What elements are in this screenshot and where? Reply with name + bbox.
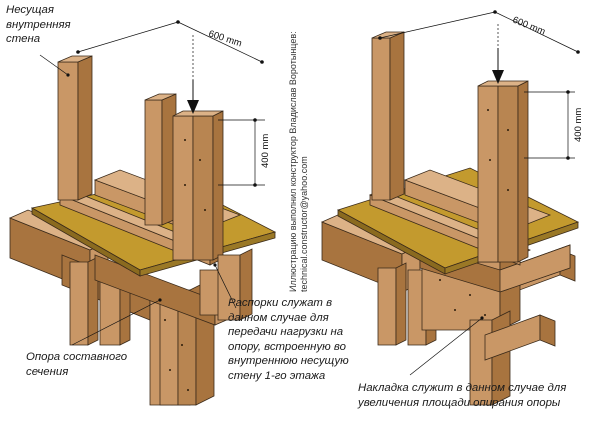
author-credit: Иллюстрацию выполнил конструктор Владисл… xyxy=(288,31,309,292)
left-assembly xyxy=(8,55,277,406)
left-middle-stud xyxy=(144,93,177,226)
leader-lines xyxy=(39,54,483,376)
left-right-stud xyxy=(172,110,224,261)
leader-dots xyxy=(66,73,484,320)
right-wall-stud xyxy=(371,31,405,201)
left-wall-stud xyxy=(57,55,93,201)
left-load-arrow xyxy=(187,80,199,114)
left-dim-height: 400 mm xyxy=(260,134,271,168)
left-dimensions xyxy=(77,21,265,186)
right-assembly xyxy=(320,31,580,406)
right-dim-height: 400 mm xyxy=(573,108,584,142)
right-main-stud xyxy=(477,80,529,263)
right-fastener-dots xyxy=(439,109,509,316)
left-blocking xyxy=(217,248,253,321)
right-lower-posts xyxy=(377,262,437,346)
left-dim-spacing: 600 mm xyxy=(207,28,243,49)
struts-note: Распорки служат в данном случае для пере… xyxy=(228,297,349,382)
right-floor-beam xyxy=(419,244,571,293)
right-dim-dots xyxy=(378,10,580,160)
bearing-wall-label: Несущая внутренняя стена xyxy=(6,4,71,45)
right-dim-spacing: 600 mm xyxy=(511,15,547,38)
right-load-arrow xyxy=(492,48,504,84)
overlay-note: Накладка служит в данном случае для увел… xyxy=(358,382,567,409)
left-composite-support xyxy=(149,279,215,406)
composite-support-label: Опора составного сечения xyxy=(26,351,128,378)
left-dim-dots xyxy=(76,20,264,187)
left-fastener-dots xyxy=(164,139,206,391)
